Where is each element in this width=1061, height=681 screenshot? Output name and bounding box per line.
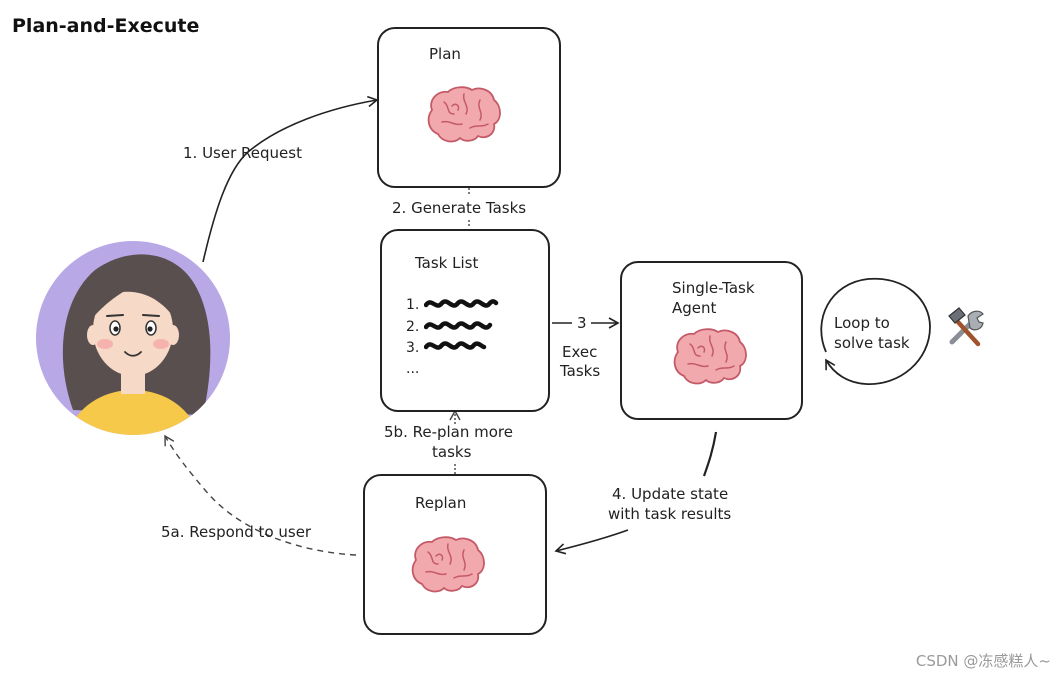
agent-label-line1: Single-Task [672, 279, 755, 297]
label-replan-more-line2: tasks [432, 443, 472, 461]
label-exec-number: 3 [577, 314, 587, 332]
label-loop-line1: Loop to [834, 314, 890, 332]
label-exec-line1: Exec [562, 343, 598, 361]
label-update-line2: with task results [608, 505, 732, 523]
replan-label: Replan [415, 494, 467, 512]
task-item-2: 2. [406, 319, 420, 335]
label-loop-line2: solve task [834, 334, 910, 352]
arrow-update-state-bottom [554, 529, 629, 555]
user-avatar-icon [36, 241, 230, 435]
brain-icon [427, 86, 501, 143]
label-update-line1: 4. Update state [612, 485, 729, 503]
label-exec-line2: Tasks [560, 362, 601, 380]
brain-icon [673, 328, 747, 385]
arrow-update-state-top [702, 431, 718, 477]
task-scribble-3 [424, 341, 487, 350]
agent-label-line2: Agent [672, 299, 717, 317]
plan-label: Plan [429, 45, 461, 63]
task-list-label: Task List [415, 254, 479, 272]
label-user-request: 1. User Request [183, 144, 302, 162]
arrow-respond-to-user [164, 434, 357, 556]
arrow-loop [820, 277, 931, 385]
label-respond-to-user: 5a. Respond to user [161, 523, 312, 541]
task-item-3: 3. [406, 340, 420, 356]
task-scribble-1 [424, 299, 499, 308]
tools-icon [948, 307, 984, 347]
task-scribble-2 [424, 321, 493, 330]
brain-icon [411, 536, 485, 593]
label-replan-more-line1: 5b. Re-plan more [384, 423, 514, 441]
task-item-more: ... [406, 361, 420, 377]
task-list-box: Task List 1. 2. 3. ... [380, 229, 550, 412]
label-generate-tasks: 2. Generate Tasks [392, 199, 527, 217]
watermark: CSDN @冻感糕人~ [915, 652, 1051, 670]
arrow-user-request [202, 95, 379, 263]
task-item-1: 1. [406, 297, 420, 313]
task-scribbles [424, 299, 499, 350]
diagram-title: Plan-and-Execute [12, 15, 200, 37]
